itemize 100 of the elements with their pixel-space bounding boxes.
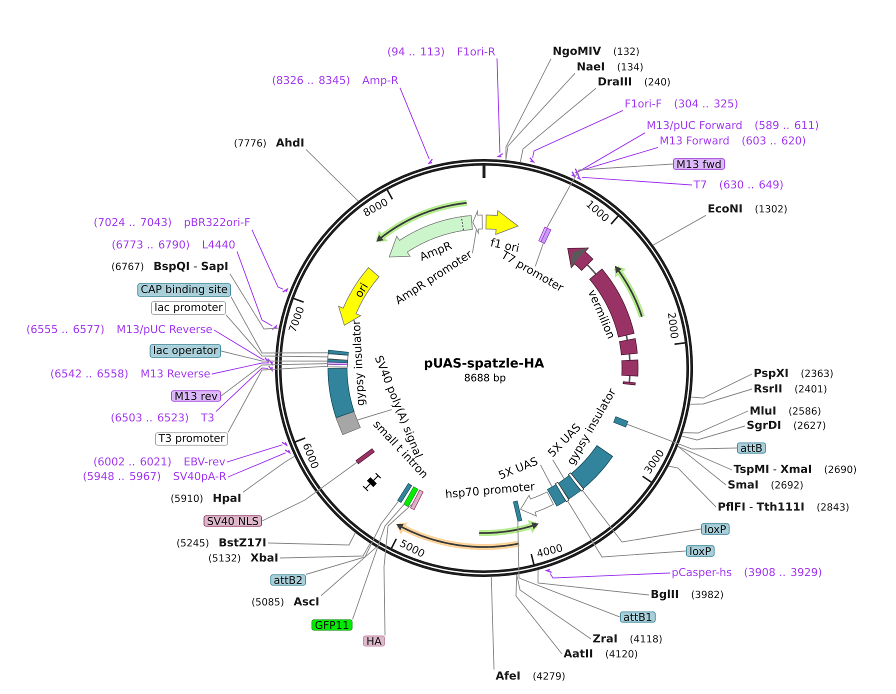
feature-mark: [397, 483, 412, 503]
feature-mark: [327, 359, 348, 364]
primer-mark: [282, 442, 288, 447]
leader-line: [320, 546, 377, 596]
feature-tag: SV40 NLS: [204, 515, 262, 527]
leader-line: [652, 214, 706, 246]
leader-line: [626, 424, 738, 450]
leader-line: [306, 149, 359, 202]
site-label: PflFI - Tth111I (2843): [718, 502, 849, 512]
leader-line: [352, 504, 404, 620]
primer-label: pCasper-hs (3908 .. 3929): [672, 568, 822, 578]
primer-label: F1ori-F (304 .. 325): [626, 99, 738, 109]
feature-mark: [328, 350, 349, 356]
site-label: SgrDI (2627): [747, 420, 826, 432]
feature-label: 5X UAS: [498, 457, 538, 480]
leader-line: [516, 574, 592, 640]
scale-label: 2000: [668, 312, 678, 338]
leader-line: [582, 490, 702, 543]
leader-line: [228, 366, 328, 433]
leader-line: [540, 464, 552, 488]
leader-line: [252, 229, 284, 290]
leader-line: [306, 500, 399, 575]
leader-line: [212, 362, 269, 374]
leader-line: [226, 444, 283, 462]
leader-line: [216, 368, 269, 412]
primer-mark: [576, 174, 582, 180]
scale-label: 8000: [363, 198, 388, 216]
leader-line: [226, 314, 328, 358]
leader-line: [357, 409, 392, 420]
site-label: RsrII (2401): [754, 384, 826, 394]
feature-tag: attB2: [270, 574, 306, 586]
leader-line: [280, 542, 371, 558]
feature-mark: [336, 410, 361, 436]
leader-line: [516, 574, 562, 654]
site-label: (5910) HpaI: [171, 494, 240, 504]
scale-label: 7000: [288, 307, 304, 332]
leader-line: [538, 569, 650, 596]
primer-mark: [268, 359, 273, 366]
leader-line: [220, 350, 328, 362]
primer-label: M13/pUC Forward (589 .. 611): [648, 120, 818, 132]
feature-tag: lac promoter: [151, 301, 226, 315]
site-label: EcoNI (1302): [708, 204, 787, 214]
leader-line: [690, 374, 752, 398]
site-label: NaeI (134): [578, 62, 643, 72]
site-label: ZraI (4118): [593, 634, 662, 644]
leader-line: [230, 296, 328, 354]
primer-label: (6555 .. 6577) M13/pUC Reverse: [27, 324, 212, 336]
plasmid-name: pUAS-spatzle-HA: [424, 358, 544, 370]
site-label: (5085) AscI: [252, 597, 318, 607]
site-label: NgoMIV (132): [554, 46, 639, 58]
feature-mark: [558, 474, 581, 500]
site-label: (5132) XbaI: [209, 553, 278, 563]
feature-mark: [356, 448, 375, 464]
plasmid-size: 8688 bp: [464, 374, 506, 384]
site-label: AatII (4120): [564, 649, 638, 659]
primer-mark: [284, 449, 291, 454]
site-label: (6767) BspQI - SapI: [112, 262, 228, 272]
leader-line: [236, 250, 273, 326]
feature-tag: lac operator: [150, 344, 221, 358]
primer-label: M13 Forward (603 .. 620): [660, 136, 806, 146]
primer-mark: [530, 157, 536, 163]
feature-label: ori: [356, 282, 368, 297]
primer-label: (6542 .. 6558) M13 Reverse: [51, 369, 210, 379]
primer-label: T7 (630 .. 649): [694, 180, 783, 190]
leader-line: [681, 426, 746, 440]
primer-mark: [272, 324, 278, 330]
site-label: MluI (2586): [750, 406, 820, 416]
primer-mark: [264, 357, 269, 364]
leader-line: [567, 500, 686, 558]
leader-line: [490, 576, 494, 670]
feature-tag: loxP: [686, 545, 715, 557]
leader-line: [220, 363, 328, 396]
site-label: PspXI (2363): [754, 368, 833, 380]
feature-tag: attB1: [620, 611, 656, 623]
primer-mark: [427, 158, 433, 164]
leader-line: [268, 532, 356, 546]
feature-tag: CAP binding site: [137, 283, 231, 297]
feature-tag: M13 fwd: [673, 158, 725, 170]
primer-label: (6773 .. 6790) L4440: [112, 240, 235, 250]
site-label: (7776) AhdI: [234, 138, 304, 148]
feature-tag: M13 rev: [171, 390, 221, 402]
leader-line: [228, 452, 286, 478]
site-label: SmaI (2692): [728, 480, 803, 490]
site-label: BglII (3982): [652, 590, 723, 600]
leader-line: [552, 459, 565, 480]
primer-mark: [544, 568, 552, 573]
primer-mark: [282, 288, 288, 292]
feature-mark: [410, 490, 424, 510]
feature-label: f1 ori: [491, 238, 520, 252]
feature-tag: loxP: [701, 523, 730, 535]
site-label: DraIII (240): [598, 77, 670, 87]
feature-tag: T3 promoter: [155, 432, 228, 446]
feature-label: gypsy insulator: [352, 320, 366, 406]
leader-line: [668, 466, 716, 508]
primer-label: (94 .. 113) F1ori-R: [388, 47, 496, 57]
leader-line: [677, 446, 732, 470]
feature-mark: [540, 228, 552, 244]
scale-label: 5000: [400, 539, 424, 557]
leader-line: [677, 446, 726, 486]
feature-mark: [403, 486, 418, 508]
